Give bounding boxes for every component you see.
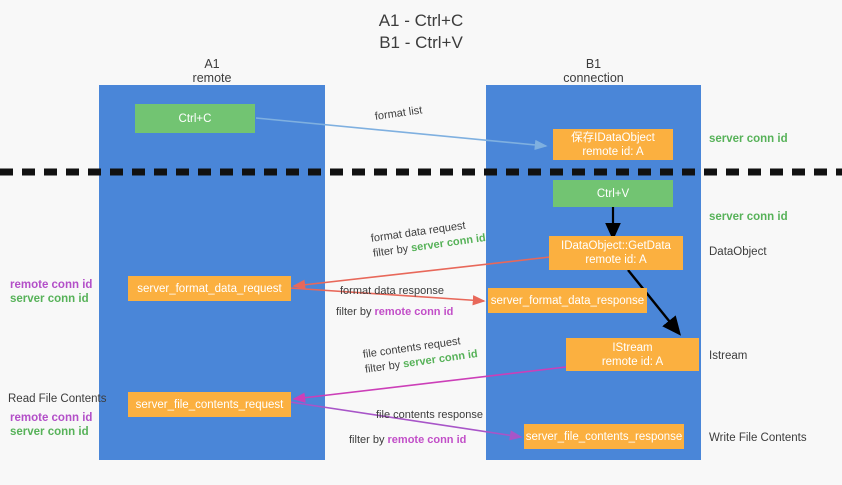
lane-header-b1: B1 connection (486, 57, 701, 85)
node-ctrl-c-label: Ctrl+C (178, 112, 212, 125)
edge-label-format-data-response-filter: filter by remote conn id (336, 305, 453, 320)
side-label-conn-ids-upper: remote conn id server conn id (10, 278, 92, 306)
node-server-file-contents-response[interactable]: server_file_contents_response (524, 424, 684, 449)
page-title: A1 - Ctrl+C B1 - Ctrl+V (0, 10, 842, 54)
edge-label-file-contents-request: file contents request filter by server c… (362, 332, 479, 378)
side-label-dataobject-text: DataObject (709, 246, 767, 258)
edge-label-file-contents-response-filter: filter by remote conn id (349, 433, 483, 448)
side-label-remote-conn-id-upper: remote conn id (10, 279, 93, 291)
side-label-istream: Istream (709, 349, 747, 363)
node-istream[interactable]: IStream remote id: A (566, 338, 699, 371)
node-save-idataobject[interactable]: 保存IDataObject remote id: A (553, 129, 673, 160)
filter-prefix: filter by (349, 434, 388, 446)
side-label-write-file-contents-text: Write File Contents (709, 432, 807, 444)
node-save-idataobject-line2: remote id: A (582, 145, 644, 158)
node-ctrl-v[interactable]: Ctrl+V (553, 180, 673, 207)
side-label-conn-ids-lower: remote conn id server conn id (10, 411, 92, 439)
node-server-format-data-response-label: server_format_data_response (490, 294, 645, 307)
side-label-read-file-contents: Read File Contents (8, 392, 106, 406)
edge-label-format-data-response-line1: format data response (340, 285, 444, 297)
filter-prefix: filter by (336, 306, 375, 318)
edge-label-format-data-response: format data response filter by remote co… (336, 284, 453, 320)
node-getdata-line2: remote id: A (585, 254, 647, 266)
filter-target-remote-conn-id: remote conn id (374, 306, 454, 318)
node-getdata-line1: IDataObject::GetData (561, 240, 671, 252)
lane-header-a1-name: A1 (204, 57, 220, 71)
side-label-dataobject: DataObject (709, 245, 767, 259)
side-label-remote-conn-id-lower: remote conn id (10, 412, 93, 424)
node-server-file-contents-request[interactable]: server_file_contents_request (128, 392, 291, 417)
edge-label-format-list: format list (374, 103, 423, 124)
side-label-server-conn-id-lower: server conn id (10, 426, 89, 438)
node-server-file-contents-response-label: server_file_contents_response (525, 430, 683, 443)
edge-label-file-contents-response-line1: file contents response (376, 409, 484, 421)
node-server-format-data-request-label: server_format_data_request (137, 282, 282, 295)
side-label-server-conn-id-upper: server conn id (10, 293, 89, 305)
node-istream-line2: remote id: A (601, 355, 664, 368)
filter-target-remote-conn-id: remote conn id (387, 434, 467, 446)
node-ctrl-c[interactable]: Ctrl+C (135, 104, 255, 133)
filter-prefix: filter by (372, 242, 413, 260)
node-ctrl-v-label: Ctrl+V (596, 187, 630, 200)
node-istream-line1: IStream (612, 341, 653, 354)
lane-header-a1: A1 remote (99, 57, 325, 85)
filter-prefix: filter by (364, 358, 405, 376)
lane-header-b1-sub: connection (563, 71, 624, 85)
side-label-server-conn-id-top: server conn id (709, 132, 788, 146)
side-label-istream-text: Istream (709, 350, 748, 362)
side-label-write-file-contents: Write File Contents (709, 431, 807, 445)
title-line-2: B1 - Ctrl+V (379, 33, 463, 52)
node-save-idataobject-line1: 保存IDataObject (571, 131, 655, 144)
lane-header-b1-name: B1 (585, 57, 602, 71)
lane-header-a1-sub: remote (192, 71, 232, 85)
node-server-format-data-request[interactable]: server_format_data_request (128, 276, 291, 301)
node-server-file-contents-request-label: server_file_contents_request (135, 398, 284, 411)
node-server-format-data-response[interactable]: server_format_data_response (488, 288, 647, 313)
edge-label-file-contents-response: file contents response filter by remote … (349, 408, 484, 448)
side-label-server-conn-id-mid: server conn id (709, 210, 788, 224)
node-idataobject-getdata[interactable]: IDataObject::GetData remote id: A (549, 236, 683, 270)
side-label-read-file-contents-text: Read File Contents (8, 393, 107, 405)
side-label-server-conn-id-top-text: server conn id (709, 133, 788, 145)
edge-label-format-data-request: format data request filter by server con… (370, 216, 487, 262)
title-line-1: A1 - Ctrl+C (378, 11, 464, 30)
edge-label-format-list-text: format list (374, 104, 424, 123)
side-label-server-conn-id-mid-text: server conn id (709, 211, 788, 223)
